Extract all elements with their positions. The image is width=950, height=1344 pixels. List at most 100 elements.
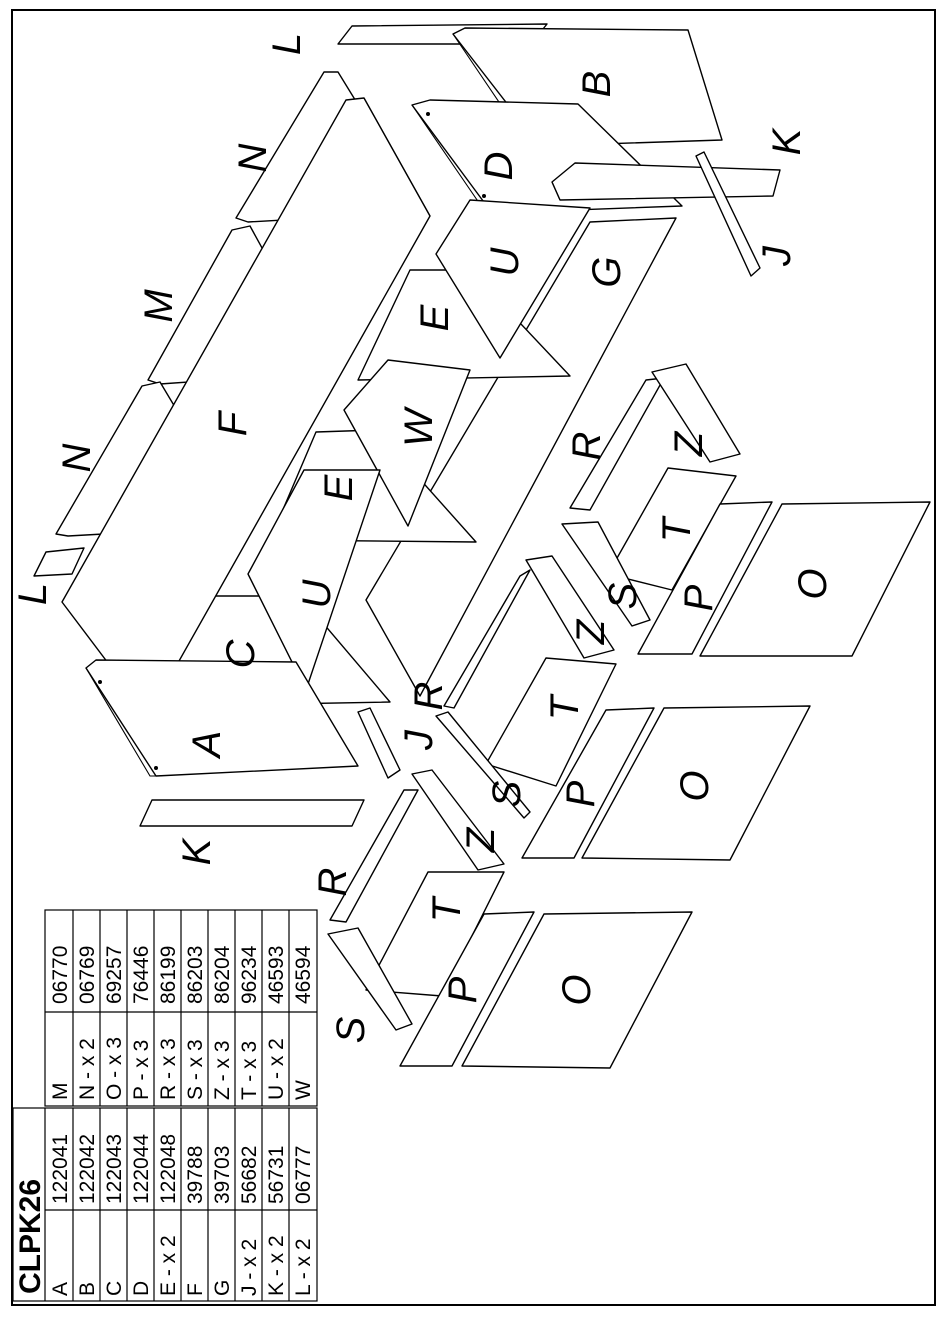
label-j-top: J [755,245,799,267]
panel-k-lower [139,799,365,827]
left-row-part-9: L - x 2 [292,1238,315,1296]
left-row-part-8: K - x 2 [265,1235,288,1296]
parts-table-right [44,909,318,1107]
label-p-2: P [559,780,603,807]
page-frame [11,9,936,1306]
right-row-part-7: T - x 3 [238,1041,261,1100]
label-z-2: Z [569,618,613,645]
label-t-2: T [543,693,587,720]
drawer1-s [561,521,651,627]
drawer1-o [699,501,931,657]
right-row-part-6: Z - x 3 [211,1040,234,1100]
left-row-part-3: D [130,1281,153,1296]
panel-k-top [551,162,781,201]
label-c: C [219,638,263,668]
drawer3-o [461,911,693,1069]
drawer1-t [607,467,737,591]
left-row-part-4: E - x 2 [157,1235,180,1296]
label-b: B [575,71,619,98]
label-s-3: S [329,1016,373,1043]
left-row-code-8: 56731 [265,1146,288,1204]
drawer1-z [651,363,741,463]
right-row-code-3: 76446 [130,946,153,1004]
drawer2-s [435,711,531,819]
label-s-2: S [485,780,529,807]
left-row-code-9: 06777 [292,1146,315,1204]
drawer3-s [327,927,413,1031]
label-e-lower: E [317,473,361,501]
right-row-code-4: 86199 [157,946,180,1004]
panel-w [343,359,471,527]
right-row-code-1: 06769 [76,946,99,1004]
right-row-code-2: 69257 [103,946,126,1004]
right-row-code-6: 86204 [211,945,234,1004]
label-u-lower: U [295,578,339,608]
panel-l-bottom [33,547,85,577]
panel-a [85,659,359,777]
label-u-upper: U [483,246,527,276]
right-row-code-5: 86203 [184,946,207,1004]
label-p-3: P [441,976,485,1003]
parts-table-left: CLPK26 [12,1107,318,1302]
left-row-part-2: C [103,1281,126,1296]
label-g: G [585,256,629,287]
label-a: A [185,731,229,760]
label-f: F [211,409,255,436]
left-row-part-1: B [76,1282,99,1296]
label-r-1: R [565,432,609,461]
right-row-part-0: M [49,1083,72,1101]
label-o-3: O [555,974,599,1005]
right-row-part-8: U - x 2 [265,1038,288,1100]
left-row-code-2: 122043 [103,1134,126,1204]
drawer2-t [485,657,617,787]
label-d: D [477,152,521,181]
left-row-code-1: 122042 [76,1134,99,1204]
left-row-code-6: 39703 [211,1146,234,1204]
label-m: M [137,289,181,323]
product-code: CLPK26 [14,1179,47,1294]
drawer2-p [521,707,655,859]
panel-j-lower [357,707,401,779]
right-row-part-9: W [292,1080,315,1100]
label-w: W [397,406,441,447]
panel-u-upper [435,199,591,359]
right-row-part-4: R - x 3 [157,1038,180,1100]
label-t-1: T [655,515,699,542]
left-row-code-5: 39788 [184,1146,207,1204]
right-row-code-9: 46594 [292,945,315,1004]
label-n-bottom: N [55,443,99,472]
drawer3-t [365,871,505,997]
drawer2-r [443,569,531,709]
drawer2-z [525,555,615,659]
label-j-lower: J [397,729,441,751]
label-k-top: K [765,126,809,155]
drawer2-o [581,705,811,861]
left-row-part-6: G [211,1280,234,1296]
panel-j-top [695,151,761,277]
label-n-top: N [231,143,275,172]
label-p-1: P [677,584,721,611]
left-row-code-7: 56682 [238,1146,261,1204]
label-o-1: O [791,568,835,599]
label-l-top: L [265,33,309,55]
right-row-code-7: 96234 [238,945,261,1004]
left-row-part-7: J - x 2 [238,1239,261,1296]
label-r-2: R [407,682,451,711]
left-row-code-3: 122044 [130,1134,153,1204]
label-e-upper: E [413,303,457,331]
label-r-3: R [311,868,355,897]
right-row-part-1: N - x 2 [76,1038,99,1100]
left-row-code-0: 122041 [49,1134,72,1204]
drawer3-z [411,769,505,871]
right-row-code-8: 46593 [265,946,288,1004]
drawer3-r [329,789,419,923]
label-t-3: T [425,895,469,922]
right-row-part-3: P - x 3 [130,1040,153,1100]
right-row-part-2: O - x 3 [103,1037,126,1100]
label-z-1: Z [667,430,711,457]
label-s-1: S [601,582,645,609]
label-k-lower: K [175,836,219,865]
label-z-3: Z [459,826,503,853]
